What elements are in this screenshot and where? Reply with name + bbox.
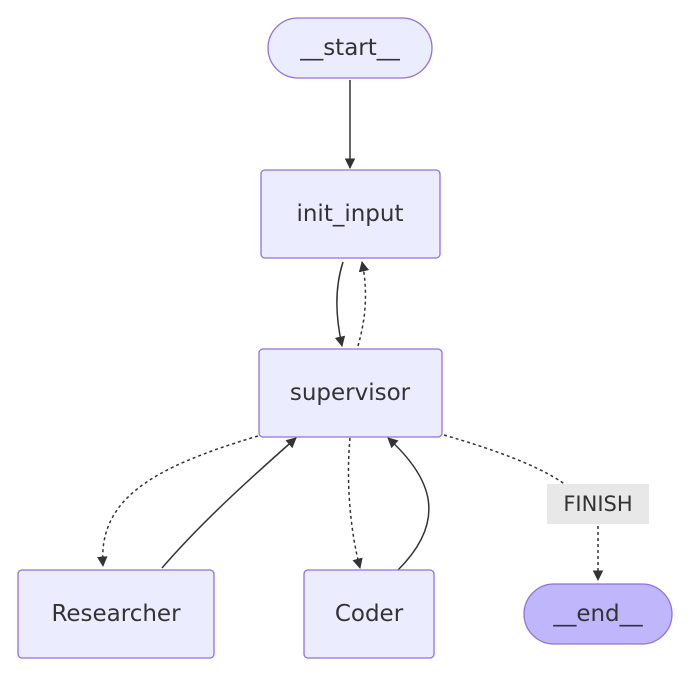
node-researcher[interactable]: Researcher [17,569,215,659]
node-end-label: __end__ [552,601,643,627]
node-supervisor-label: supervisor [290,380,411,406]
node-end[interactable]: __end__ [523,583,673,645]
edge-researcher-to-supervisor [161,437,297,569]
edges [97,80,604,582]
finish-label-text: FINISH [563,492,632,516]
edge-supervisor-to-coder [347,437,363,570]
node-supervisor[interactable]: supervisor [258,348,443,438]
node-start[interactable]: __start__ [267,17,433,79]
node-start-label: __start__ [299,35,400,61]
node-init-input[interactable]: init_input [260,169,441,259]
node-coder[interactable]: Coder [303,569,435,659]
node-researcher-label: Researcher [51,601,181,627]
edge-coder-to-supervisor [387,437,430,571]
node-coder-label: Coder [335,601,404,627]
finish-edge-label: FINISH [547,484,649,524]
edge-supervisor-to-init-input [357,260,370,347]
node-init-input-label: init_input [296,201,403,227]
edge-init-input-to-supervisor [334,261,346,348]
